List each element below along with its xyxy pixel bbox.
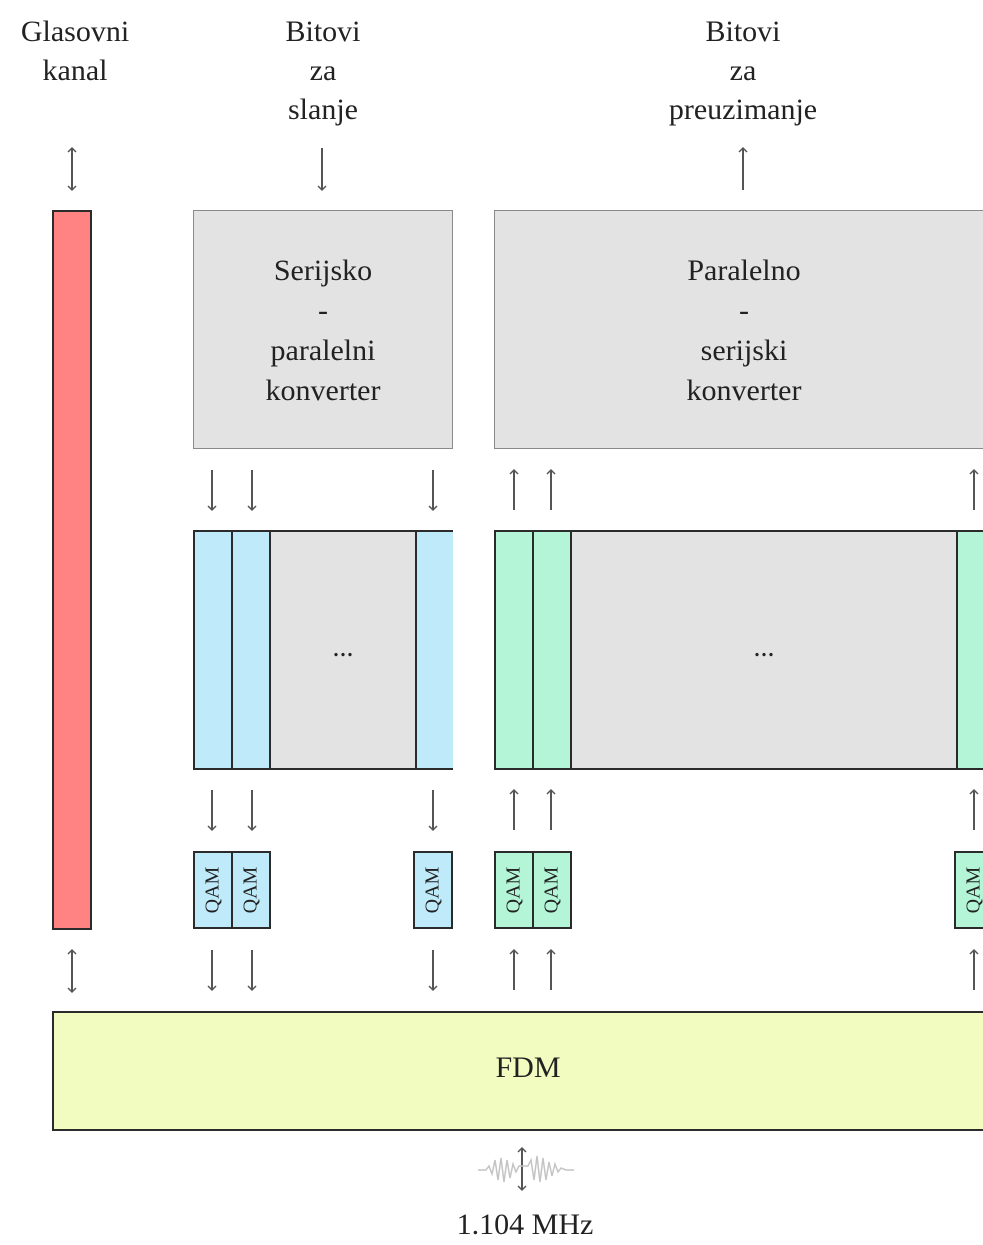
qam-downstream-last: QAM <box>954 851 983 929</box>
upstream-subchannel-1 <box>195 532 233 768</box>
upstream-ellipsis: ... <box>332 632 354 663</box>
qam-downstream-2: QAM <box>532 851 572 929</box>
upstream-subchannels: ... <box>193 530 453 770</box>
downstream-ellipsis: ... <box>753 632 775 663</box>
signal-waveform-icon <box>478 1155 574 1183</box>
upstream-subchannel-last <box>415 532 453 768</box>
voice-channel-label: Glasovni kanal <box>20 15 130 87</box>
qam-upstream-last: QAM <box>413 851 453 929</box>
voice-channel-bar <box>52 210 92 930</box>
downstream-subchannel-last <box>956 532 983 768</box>
upstream-subchannel-2 <box>233 532 271 768</box>
downstream-subchannel-1 <box>496 532 534 768</box>
bits-send-label: Bitovi za slanje <box>285 15 361 126</box>
frequency-label: 1.104 MHz <box>456 1208 594 1241</box>
serial-parallel-converter: Serijsko - paralelni konverter <box>193 210 453 449</box>
qam-upstream-2: QAM <box>231 851 271 929</box>
parallel-serial-converter: Paralelno - serijski konverter <box>494 210 983 449</box>
downstream-subchannels: ... <box>494 530 983 770</box>
fdm-block: FDM <box>52 1011 983 1131</box>
fdm-label: FDM <box>495 1051 561 1084</box>
bits-download-label: Bitovi za preuzimanje <box>668 15 818 126</box>
downstream-subchannel-2 <box>534 532 572 768</box>
